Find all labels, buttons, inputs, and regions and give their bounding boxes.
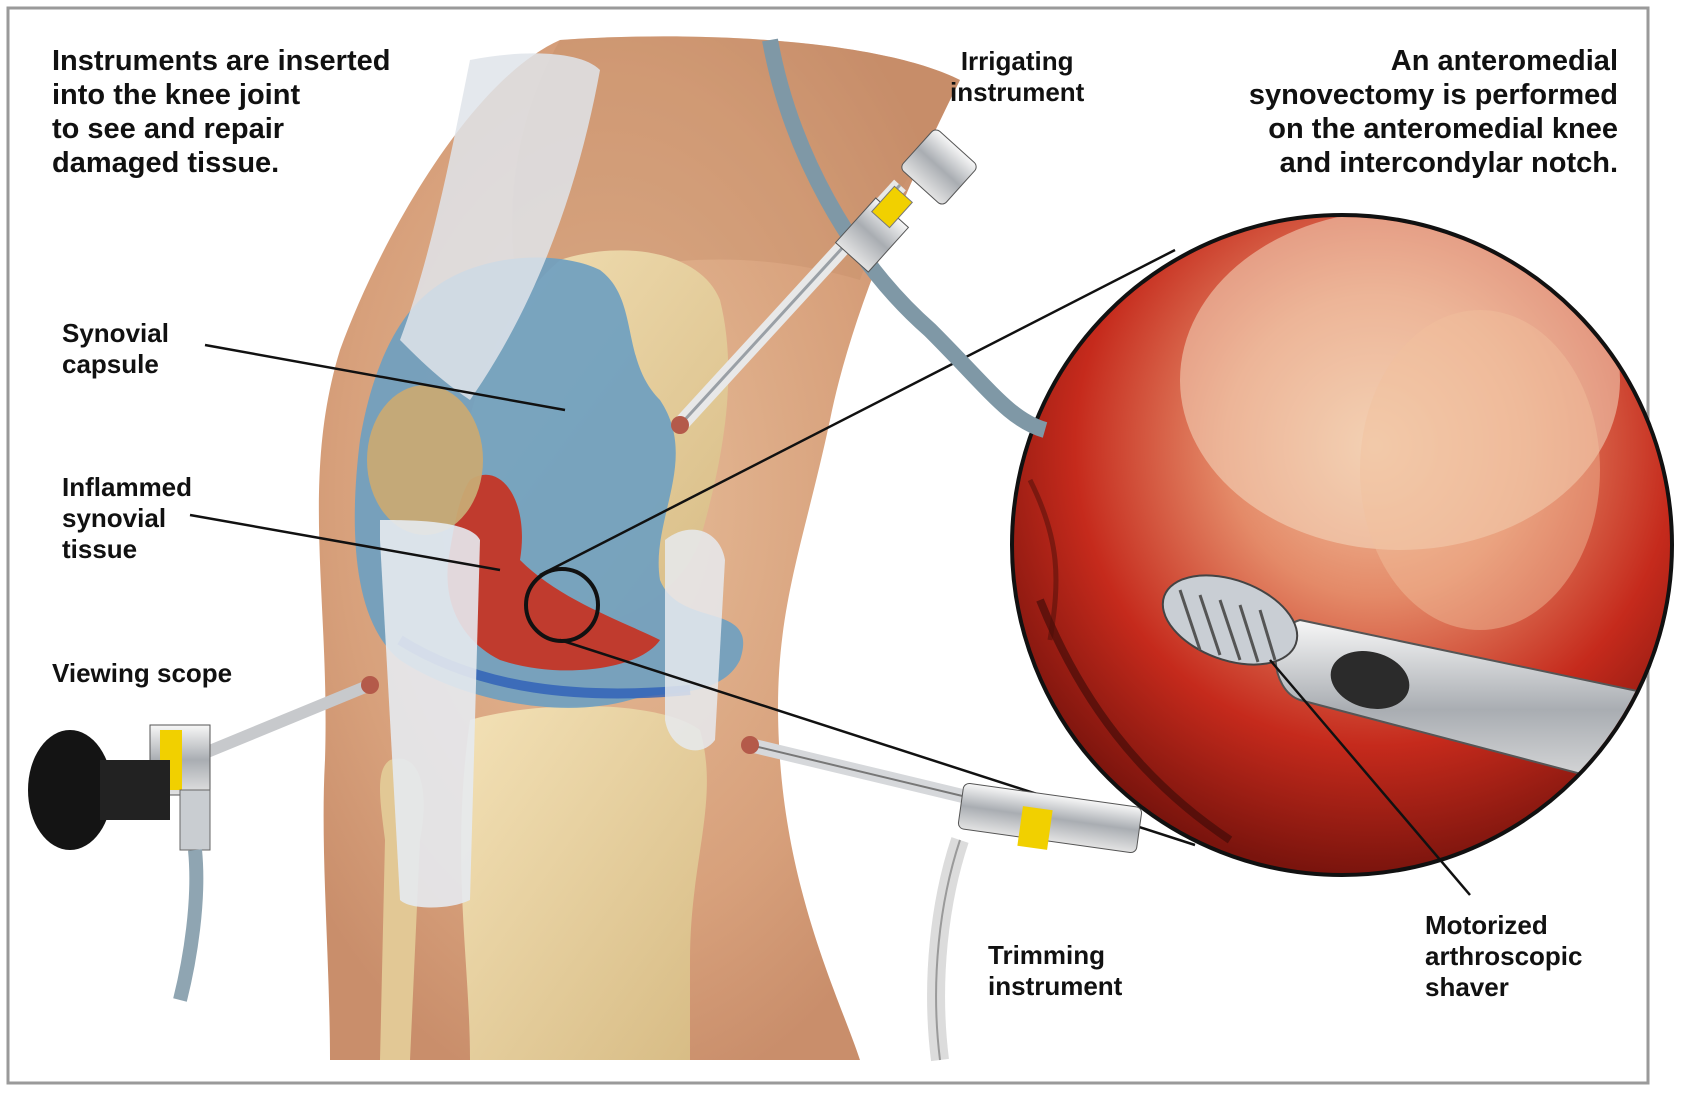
label-synovial-capsule: Synovial capsule: [62, 318, 169, 380]
tibia-bone: [461, 706, 707, 1060]
lateral-ligament: [665, 530, 725, 751]
scope-eyepiece: [28, 730, 112, 850]
label-viewing-scope: Viewing scope: [52, 658, 232, 689]
intro-caption: Instruments are inserted into the knee j…: [52, 44, 390, 180]
label-irrigating-instrument: Irrigating instrument: [950, 46, 1084, 108]
label-motorized-shaver: Motorized arthroscopic shaver: [1425, 910, 1583, 1003]
patella: [367, 385, 483, 535]
label-trimming-instrument: Trimming instrument: [988, 940, 1122, 1002]
procedure-caption: An anteromedial synovectomy is performed…: [1130, 44, 1618, 180]
label-inflamed-tissue: Inflammed synovial tissue: [62, 472, 192, 565]
